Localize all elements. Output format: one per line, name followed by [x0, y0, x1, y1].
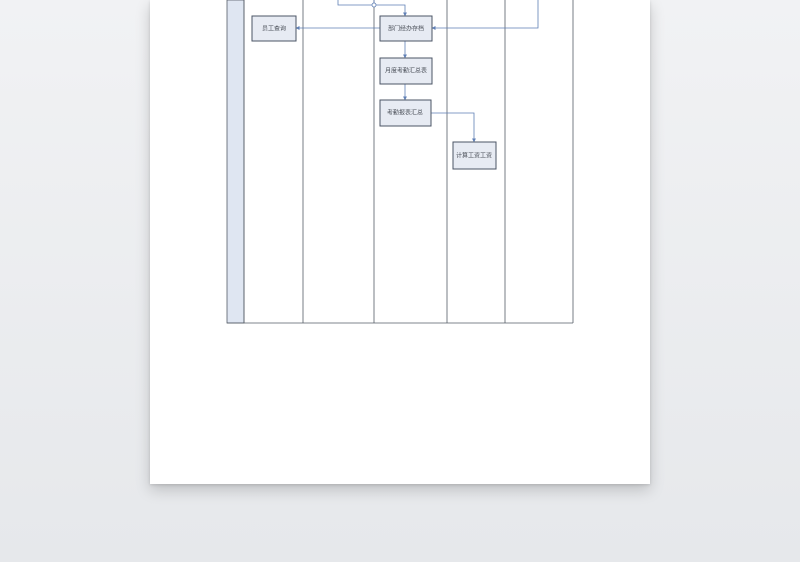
box-label: 考勤报表汇总	[387, 109, 423, 117]
connector-junction	[371, 2, 377, 8]
swimlane-header-column	[226, 0, 245, 324]
box-payroll: 计算工资工资	[452, 141, 497, 170]
box-label: 员工查询	[262, 25, 286, 33]
box-attendance-report: 考勤报表汇总	[379, 99, 432, 127]
box-label: 部门经办存档	[388, 25, 424, 33]
box-monthly-summary: 月度考勤汇总表	[379, 57, 433, 85]
box-label: 计算工资工资	[456, 152, 492, 160]
box-label: 月度考勤汇总表	[385, 67, 427, 75]
connector-from-right-lane	[431, 0, 539, 30]
box-employee-inquiry: 员工查询	[251, 15, 297, 42]
box-dept-save: 部门经办存档	[379, 15, 433, 42]
connector-top-left	[337, 0, 407, 17]
connector-report-to-payroll	[431, 112, 476, 143]
